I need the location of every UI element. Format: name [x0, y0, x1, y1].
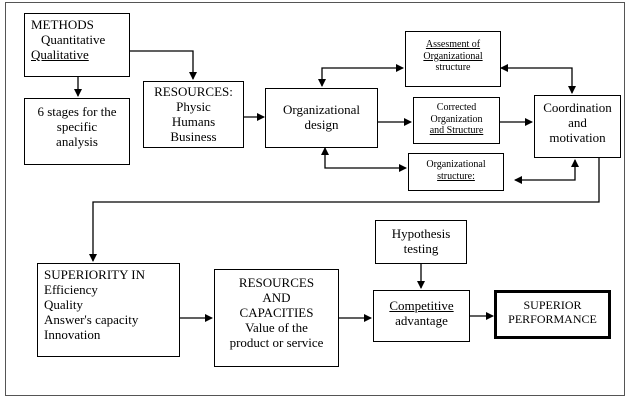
- hypothesis-line1: Hypothesis: [391, 226, 451, 241]
- methods-box: METHODS Quantitative Qualitative: [24, 13, 130, 77]
- superiority-innovation: Innovation: [44, 326, 101, 342]
- superiority-efficiency: Efficiency: [44, 281, 98, 297]
- superiority-answers-capacity: Answer's capacity: [44, 311, 139, 327]
- coordination-line3: motivation: [549, 129, 606, 145]
- superiority-box: SUPERIORITY IN Efficiency Quality Answer…: [37, 263, 180, 357]
- hypothesis-box: Hypothesis testing: [375, 220, 467, 264]
- coordination-box: Coordination and motivation: [534, 95, 621, 158]
- assessment-box: Assesment of Organizational structure: [405, 31, 501, 87]
- performance-line2: PERFORMANCE: [508, 311, 597, 326]
- assessment-line2: Organizational: [423, 50, 483, 62]
- resources-title: RESOURCES:: [154, 84, 233, 99]
- hypothesis-line2: testing: [403, 240, 439, 256]
- methods-quantitative: Quantitative: [41, 31, 106, 47]
- coordination-line1: Coordination: [543, 100, 612, 115]
- superiority-quality: Quality: [44, 296, 83, 312]
- resources-physic: Physic: [176, 98, 211, 114]
- assessment-line3: structure: [435, 62, 471, 73]
- resources-box: RESOURCES: Physic Humans Business: [143, 81, 244, 148]
- org-design-line2: design: [304, 116, 339, 132]
- coordination-line2: and: [568, 114, 587, 130]
- stages-line1: 6 stages for the: [37, 104, 117, 119]
- stages-line2: specific: [56, 118, 98, 134]
- methods-title: METHODS: [31, 17, 94, 32]
- superiority-title: SUPERIORITY IN: [44, 267, 145, 282]
- organizational-structure-box: Organizational structure:: [408, 153, 504, 191]
- org-structure-line2: structure:: [437, 170, 475, 182]
- resources-business: Business: [170, 128, 217, 144]
- corrected-box: Corrected Organization and Structure: [413, 97, 500, 144]
- rescap-line5: product or service: [229, 334, 324, 350]
- diagram-frame: [5, 2, 625, 396]
- methods-qualitative: Qualitative: [31, 46, 89, 62]
- resources-humans: Humans: [171, 113, 216, 129]
- performance-line1: SUPERIOR: [523, 298, 582, 312]
- corrected-line2: Organization: [430, 113, 483, 125]
- assessment-line1: Assesment of: [425, 39, 481, 50]
- corrected-line1: Corrected: [436, 102, 477, 113]
- org-structure-line1: Organizational: [426, 159, 486, 170]
- rescap-line3: CAPACITIES: [239, 304, 314, 320]
- organizational-design-box: Organizational design: [265, 88, 378, 148]
- competitive-advantage-box: Competitive advantage: [373, 290, 470, 342]
- superior-performance-box: SUPERIOR PERFORMANCE: [494, 290, 611, 339]
- stages-box: 6 stages for the specific analysis: [24, 98, 130, 165]
- competitive-line1: Competitive: [389, 298, 454, 313]
- rescap-line4: Value of the: [245, 319, 308, 335]
- rescap-line2: AND: [262, 289, 291, 305]
- stages-line3: analysis: [56, 133, 98, 149]
- resources-capacities-box: RESOURCES AND CAPACITIES Value of the pr…: [214, 269, 339, 367]
- competitive-line2: advantage: [395, 312, 448, 328]
- corrected-line3: and Structure: [429, 125, 484, 136]
- org-design-line1: Organizational: [282, 102, 360, 117]
- rescap-line1: RESOURCES: [238, 275, 315, 290]
